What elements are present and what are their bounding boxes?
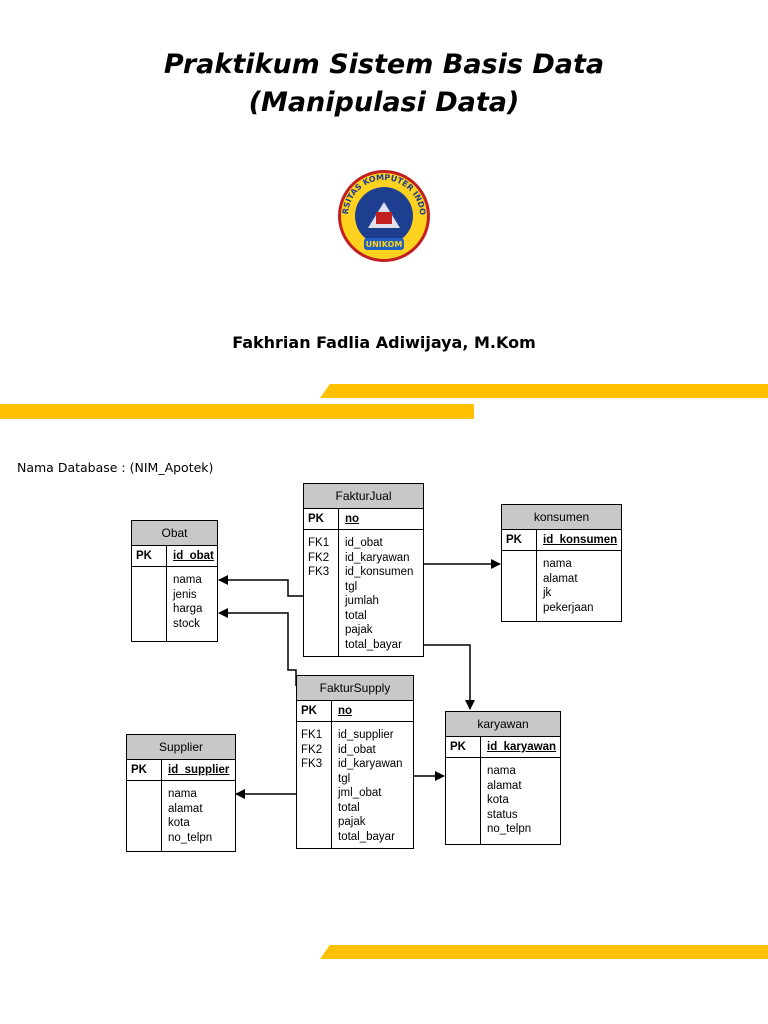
attribute: jml_obat	[338, 787, 382, 799]
attribute: harga	[173, 603, 203, 615]
attribute: id_supplier	[338, 729, 394, 741]
attribute: pajak	[345, 624, 373, 636]
attribute: alamat	[543, 572, 578, 585]
attribute: stock	[173, 617, 200, 630]
slide-title-line-1: Praktikum Sistem Basis Data	[163, 49, 605, 80]
entity-title: FakturSupply	[297, 676, 413, 701]
entity-faktursupply: FakturSupply PK no FK1 FK2 FK3 id_suppli…	[296, 675, 414, 849]
attribute: jenis	[173, 588, 197, 601]
attribute: total_bayar	[345, 638, 402, 651]
pk-field: no	[345, 513, 360, 525]
pk-label: PK	[304, 509, 339, 529]
attribute: tgl	[338, 772, 351, 785]
pk-field: id_karyawan	[487, 741, 557, 753]
fk-label: FK3	[301, 758, 323, 770]
unikom-logo: UNIVERSITAS KOMPUTER INDONESIA UNIKOM	[336, 168, 430, 262]
pk-label: PK	[446, 737, 481, 757]
entity-title: Supplier	[127, 735, 235, 760]
entity-title: Obat	[132, 521, 217, 546]
pk-field: id_obat	[173, 550, 214, 562]
fk-label: FK1	[301, 729, 323, 741]
attribute: id_konsumen	[345, 566, 414, 578]
slide-title-line-2: (Manipulasi Data)	[248, 87, 520, 118]
entity-fakturjual: FakturJual PK no FK1 FK2 FK3 id_obat id_…	[303, 483, 424, 657]
accent-stripe-lower	[0, 404, 474, 419]
attribute: nama	[543, 558, 572, 570]
pk-field: no	[338, 705, 353, 717]
entity-title: konsumen	[502, 505, 621, 530]
attribute: kota	[487, 794, 509, 806]
attribute: pekerjaan	[543, 601, 594, 614]
link-faktursupply-obat	[218, 608, 297, 686]
attribute: total	[345, 609, 367, 622]
attribute: total_bayar	[338, 830, 395, 843]
attribute: status	[487, 808, 518, 821]
fk-label: FK3	[308, 566, 330, 578]
pk-field: id_konsumen	[543, 534, 618, 546]
fk-label: FK1	[308, 537, 330, 549]
database-name-label: Nama Database : (NIM_Apotek)	[17, 460, 214, 475]
pk-label: PK	[502, 530, 537, 550]
pk-label: PK	[297, 701, 332, 721]
attribute: alamat	[487, 779, 522, 792]
attribute: pajak	[338, 816, 366, 828]
attribute: no_telpn	[487, 823, 532, 835]
attribute: id_obat	[345, 537, 383, 549]
entity-supplier: Supplier PK id_supplier nama alamat kota…	[126, 734, 236, 852]
entity-title: karyawan	[446, 712, 560, 737]
attribute: total	[338, 801, 360, 814]
attribute: nama	[487, 765, 516, 777]
attribute: id_obat	[338, 743, 376, 756]
link-fakturjual-karyawan	[424, 644, 475, 710]
attribute: id_karyawan	[345, 551, 410, 564]
pk-field: id_supplier	[168, 764, 230, 776]
attribute: tgl	[345, 580, 358, 593]
attribute: jk	[543, 587, 552, 599]
entity-karyawan: karyawan PK id_karyawan nama alamat kota…	[445, 711, 561, 845]
attribute: nama	[173, 574, 202, 586]
attribute: jumlah	[345, 595, 379, 607]
pk-label: PK	[127, 760, 162, 780]
attribute: kota	[168, 817, 190, 829]
link-fakturjual-obat	[218, 575, 304, 597]
attribute: no_telpn	[168, 831, 213, 844]
entity-title: FakturJual	[304, 484, 423, 509]
author-name: Fakhrian Fadlia Adiwijaya, M.Kom	[232, 333, 536, 352]
attribute: id_karyawan	[338, 758, 403, 770]
attribute: alamat	[168, 802, 203, 815]
fk-label: FK2	[308, 551, 330, 564]
logo-banner-text: UNIKOM	[366, 240, 403, 249]
entity-konsumen: konsumen PK id_konsumen nama alamat jk p…	[501, 504, 622, 622]
entity-obat: Obat PK id_obat nama jenis harga stock	[131, 520, 218, 642]
attribute: nama	[168, 788, 197, 800]
pk-label: PK	[132, 546, 167, 566]
fk-label: FK2	[301, 743, 323, 756]
